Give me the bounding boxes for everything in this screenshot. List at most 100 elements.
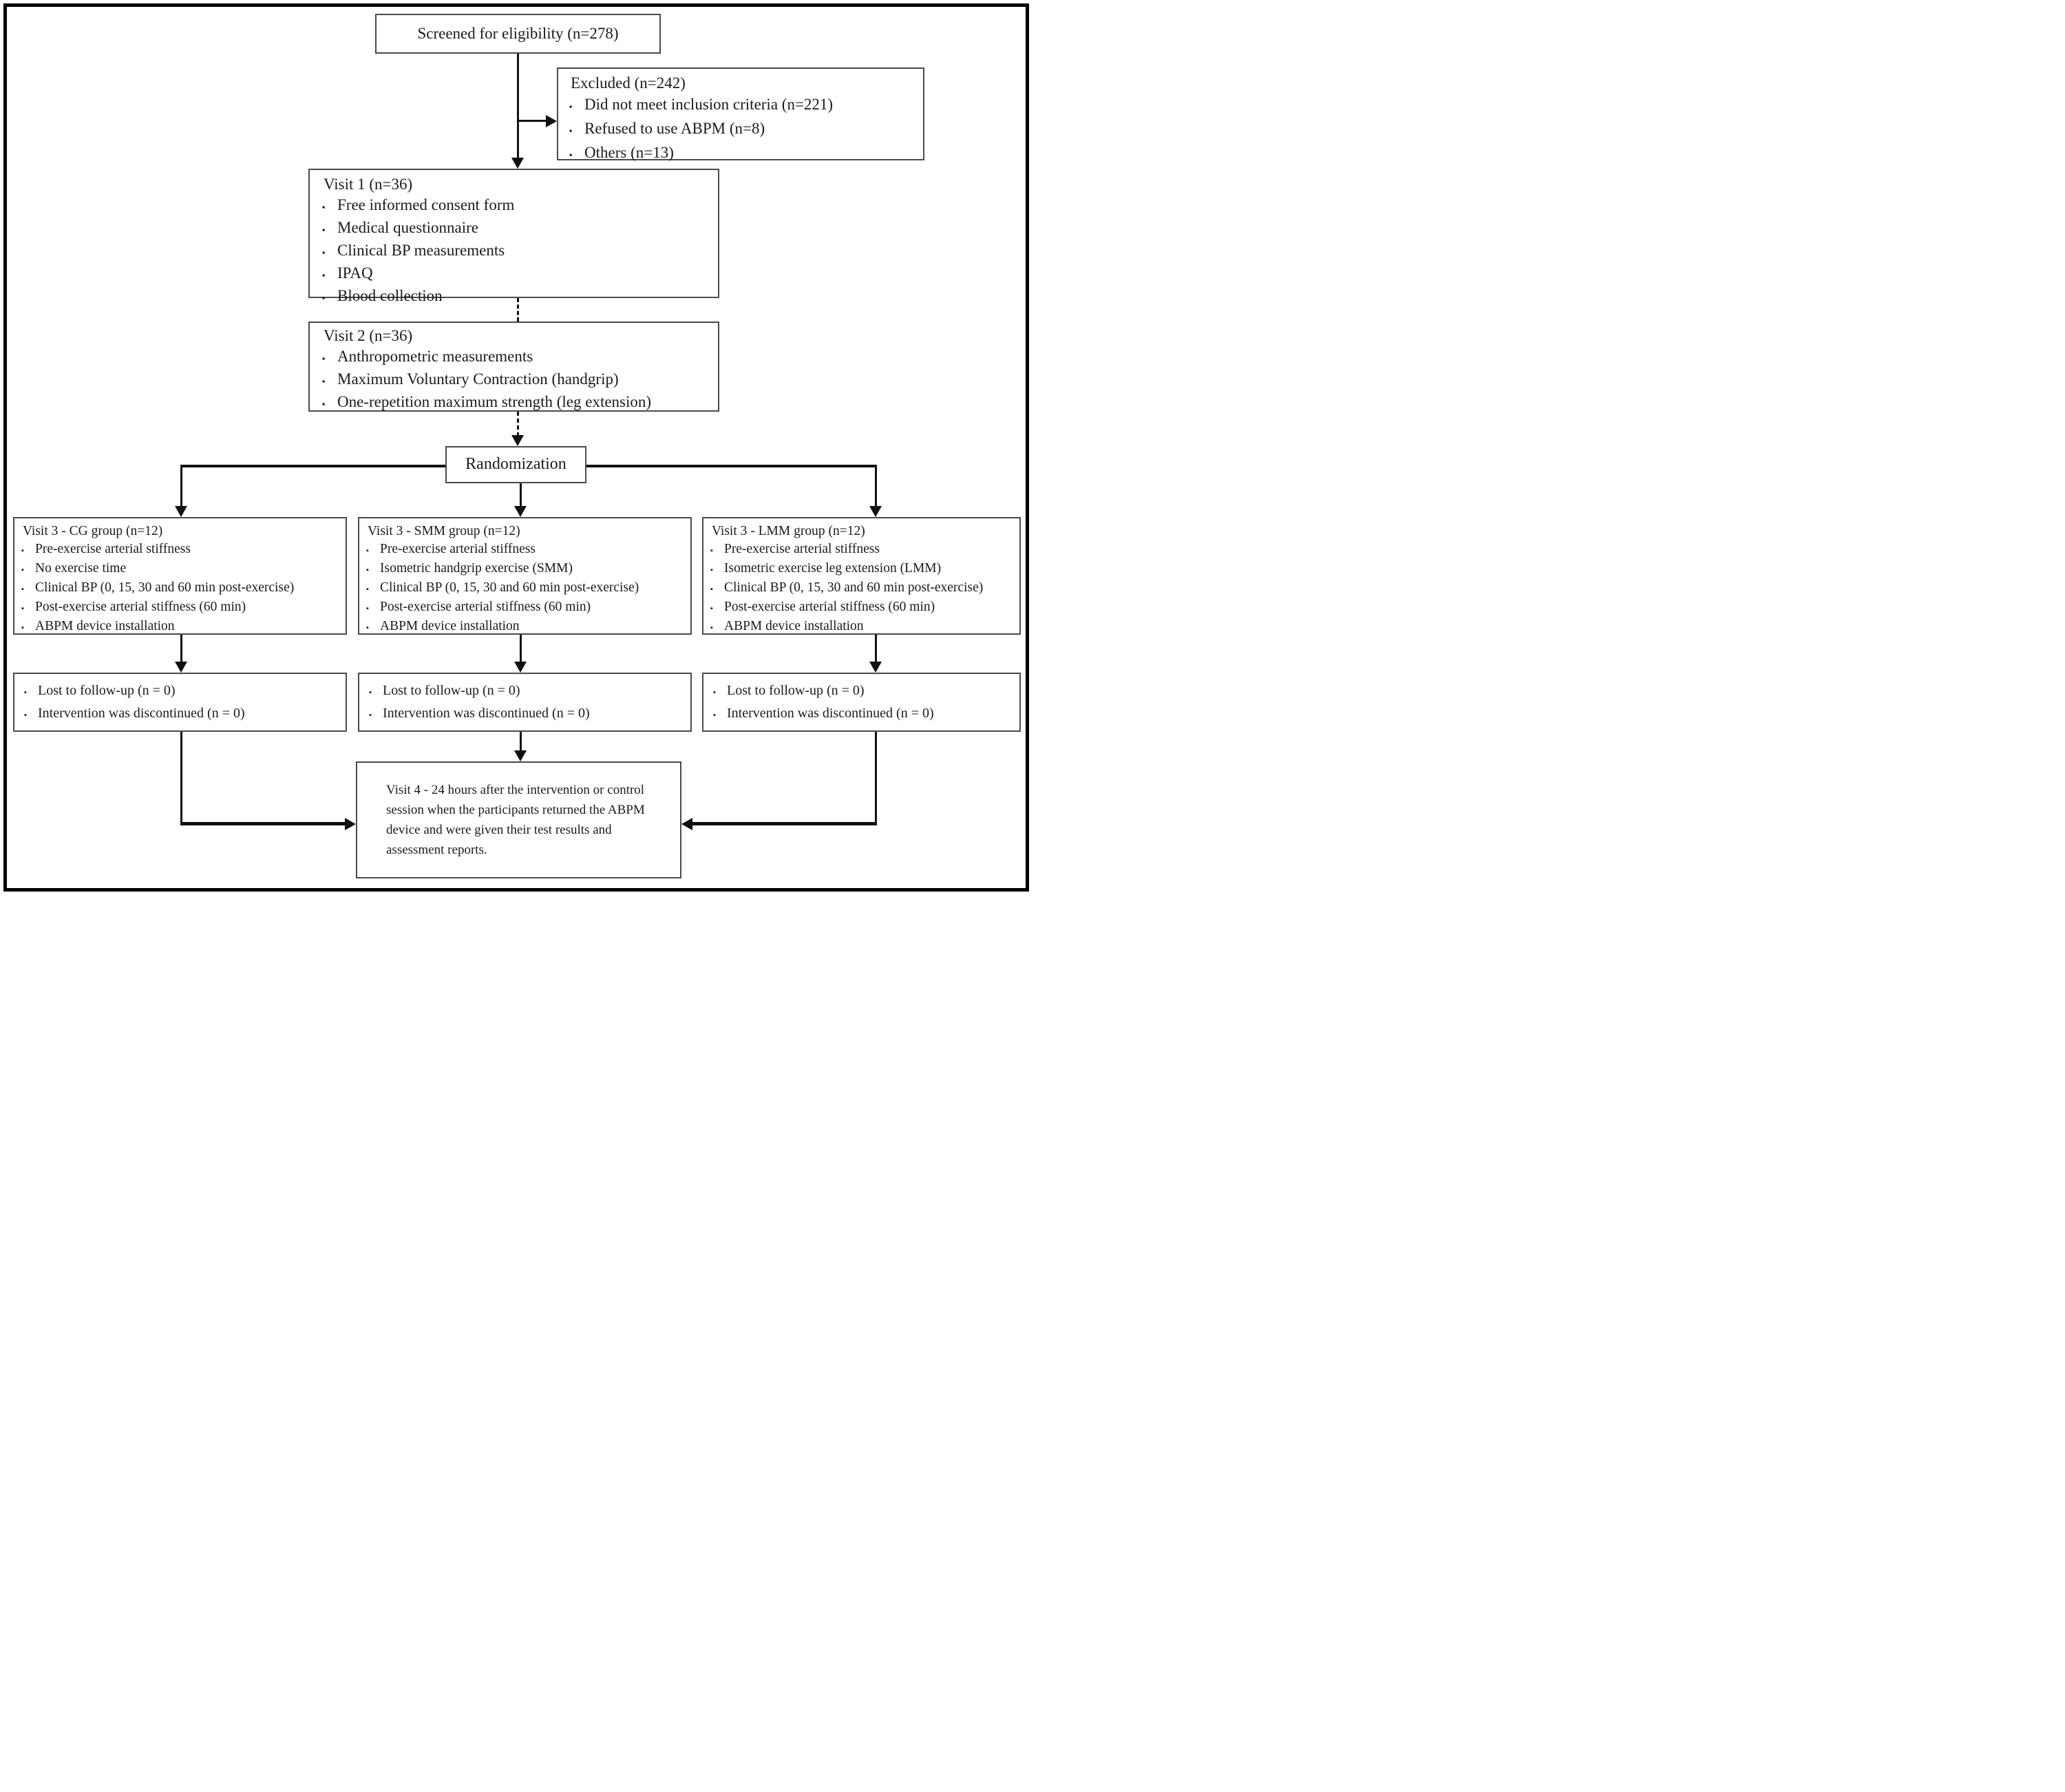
bullet-square-icon: ▪ (21, 604, 24, 613)
list-item: ▪Isometric handgrip exercise (SMM) (366, 560, 689, 579)
connector-followup-cg-elbow-vertical (180, 732, 182, 825)
connector-visit2-to-randomization-dashed (517, 412, 519, 436)
bullet-square-icon: ▪ (24, 711, 27, 719)
bullet-square-icon: ▪ (369, 688, 372, 697)
list-item: ▪ Maximum Voluntary Contraction (handgrip… (322, 369, 715, 392)
bullet-square-icon: ▪ (569, 102, 573, 112)
box-followup-cg: ▪ Lost to follow-up (n = 0) ▪Intervention… (13, 673, 347, 732)
bullet-square-icon: ▪ (710, 566, 713, 574)
list-item: ▪ Pre-exercise arterial stiffness (21, 540, 344, 560)
box-visit3-smm-group: Visit 3 - SMM group (n=12) ▪Pre-exercise… (358, 517, 692, 635)
list-item-text: Did not meet inclusion criteria (n=221) (584, 96, 834, 113)
list-item-text: Post-exercise arterial stiffness (60 min… (35, 600, 246, 614)
list-item: ▪Pre-exercise arterial stiffness (710, 540, 1018, 560)
list-item-text: Clinical BP (0, 15, 30 and 60 min post-e… (724, 580, 984, 595)
box-visit2: Visit 2 (n=36) ▪Anthropometric measureme… (308, 321, 719, 412)
bullet-square-icon: ▪ (713, 688, 716, 697)
list-item-text: Intervention was discontinued (n = 0) (383, 706, 590, 721)
bullet-square-icon: ▪ (322, 225, 326, 235)
arrowhead-down-icon (869, 506, 882, 517)
list-item: ▪ Others (n=13) (569, 142, 920, 166)
list-item-text: No exercise time (35, 561, 127, 576)
bullet-square-icon: ▪ (366, 604, 369, 613)
excluded-title: Excluded (n=242) (571, 74, 686, 92)
connector-randomization-left-branch (180, 465, 445, 467)
arrowhead-down-icon (511, 435, 524, 446)
visit4-text: Visit 4 - 24 hours after the interventio… (386, 783, 645, 857)
bullet-square-icon: ▪ (569, 150, 573, 160)
bullet-square-icon: ▪ (569, 126, 573, 136)
connector-smm-to-followup (520, 635, 522, 662)
list-item: ▪No exercise time (21, 560, 344, 579)
connector-followup-lmm-elbow-horizontal (692, 822, 877, 825)
list-item-text: IPAQ (337, 264, 373, 282)
arrowhead-down-icon (514, 662, 527, 673)
bullet-square-icon: ▪ (21, 585, 24, 593)
list-item-text: Isometric exercise leg extension (LMM) (724, 561, 942, 576)
randomization-label: Randomization (465, 455, 566, 474)
arrowhead-down-icon (869, 662, 882, 673)
box-randomization: Randomization (445, 446, 586, 483)
list-item-text: Others (n=13) (584, 144, 674, 161)
list-item-text: ABPM device installation (724, 619, 864, 633)
bullet-square-icon: ▪ (366, 624, 369, 632)
box-followup-lmm: ▪Lost to follow-up (n = 0) ▪Intervention… (702, 673, 1021, 732)
bullet-square-icon: ▪ (366, 585, 369, 593)
list-item-text: Lost to follow-up (n = 0) (38, 683, 176, 698)
figure-border (3, 3, 1029, 892)
list-item-text: ABPM device installation (35, 619, 175, 633)
list-item: ▪ Medical questionnaire (322, 218, 715, 240)
list-item: ▪Pre-exercise arterial stiffness (366, 540, 689, 560)
visit1-title: Visit 1 (n=36) (324, 176, 413, 193)
list-item: ▪ Lost to follow-up (n = 0) (24, 680, 344, 703)
list-item: ▪ Clinical BP (0, 15, 30 and 60 min post-… (710, 579, 1018, 598)
list-item-text: Refused to use ABPM (n=8) (584, 120, 765, 137)
list-item: ▪Post-exercise arterial stiffness (60 mi… (366, 598, 689, 618)
list-item-text: Isometric handgrip exercise (SMM) (380, 561, 573, 576)
bullet-square-icon: ▪ (710, 585, 713, 593)
connector-visit1-to-visit2-dashed (517, 298, 519, 321)
visit2-title: Visit 2 (n=36) (324, 327, 413, 344)
list-item-text: One-repetition maximum strength (leg ext… (337, 393, 652, 410)
connector-randomization-to-lmm (875, 465, 877, 507)
list-item: ▪Intervention was discontinued (n = 0) (24, 703, 344, 726)
arrowhead-right-icon (546, 115, 557, 127)
list-item: ▪ Isometric exercise leg extension (LMM) (710, 560, 1018, 579)
connector-cg-to-followup (180, 635, 182, 662)
connector-followup-cg-elbow-horizontal (180, 822, 345, 825)
arrowhead-right-icon (345, 818, 356, 830)
list-item-text: Post-exercise arterial stiffness (60 min… (724, 600, 935, 614)
list-item: ▪Free informed consent form (322, 195, 715, 218)
bullet-square-icon: ▪ (322, 377, 326, 386)
list-item: ▪ Refused to use ABPM (n=8) (569, 118, 920, 142)
list-item-text: Maximum Voluntary Contraction (handgrip) (337, 370, 619, 388)
group-title: Visit 3 - LMM group (n=12) (712, 524, 865, 538)
list-item-text: Lost to follow-up (n = 0) (727, 683, 865, 698)
bullet-square-icon: ▪ (322, 399, 326, 409)
list-item: ▪ ABPM device installation (710, 618, 1018, 637)
list-item: ▪Post-exercise arterial stiffness (60 mi… (710, 598, 1018, 618)
bullet-square-icon: ▪ (322, 271, 326, 280)
arrowhead-down-icon (514, 506, 527, 517)
list-item-text: Medical questionnaire (337, 219, 479, 236)
connector-followup-lmm-elbow-vertical (875, 732, 877, 825)
bullet-square-icon: ▪ (710, 624, 713, 632)
box-visit3-cg-group: Visit 3 - CG group (n=12) ▪ Pre-exercise … (13, 517, 347, 635)
box-screened: Screened for eligibility (n=278) (375, 14, 661, 54)
bullet-square-icon: ▪ (322, 202, 326, 212)
bullet-square-icon: ▪ (21, 547, 24, 555)
bullet-square-icon: ▪ (369, 711, 372, 719)
list-item-text: Pre-exercise arterial stiffness (35, 542, 191, 556)
connector-followup-smm-to-visit4 (520, 732, 522, 751)
list-item: ▪ Post-exercise arterial stiffness (60 mi… (21, 598, 344, 618)
bullet-square-icon: ▪ (24, 688, 27, 697)
arrowhead-left-icon (681, 818, 692, 830)
list-item: ▪Anthropometric measurements (322, 346, 715, 369)
group-title: Visit 3 - CG group (n=12) (23, 524, 163, 538)
list-item-text: Clinical BP measurements (337, 242, 505, 259)
list-item-text: Lost to follow-up (n = 0) (383, 683, 520, 698)
connector-branch-to-excluded (517, 120, 549, 122)
bullet-square-icon: ▪ (322, 248, 326, 257)
list-item: ▪ IPAQ (322, 263, 715, 286)
list-item: ▪ Lost to follow-up (n = 0) (369, 680, 689, 703)
